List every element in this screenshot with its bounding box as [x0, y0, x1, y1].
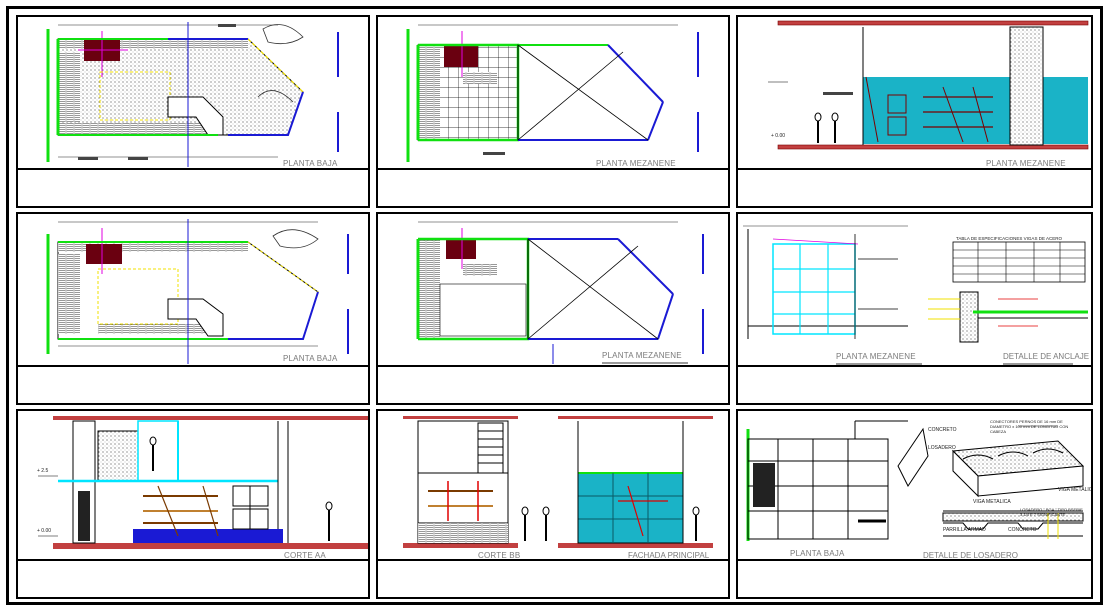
panel-title: PLANTA MEZANENE	[836, 352, 922, 365]
panel-planta-mezanene-3: PLANTA MEZANENE	[376, 212, 730, 405]
panel-mezanene-anclaje: TABLA DE ESPECIFICACIONES VIGAS DE ACERO…	[736, 212, 1093, 405]
panel-title: PLANTA BAJA	[283, 159, 368, 172]
panel-title: PLANTA MEZANENE	[596, 159, 682, 172]
elevation-drawing	[768, 20, 1089, 150]
panel-planta-mezanene-1: PLANTA MEZANENE	[376, 15, 730, 208]
panel-corte-aa: + 2.5 + 0.00 CORTE AA	[16, 409, 370, 599]
panel-planta-baja-1: PLANTA BAJA	[16, 15, 370, 208]
title-strip	[738, 559, 1091, 597]
level-upper-label: + 2.5	[37, 468, 49, 474]
panel-title: PLANTA BAJA	[790, 549, 876, 562]
title-strip	[738, 365, 1091, 403]
title-strip	[18, 168, 368, 206]
label-concreto-2: CONCRETO	[1008, 527, 1037, 533]
title-strip	[738, 168, 1091, 206]
level-ground-label: + 0.00	[771, 133, 786, 139]
label-viga-metalica: VIGA METALICA	[973, 499, 1011, 505]
panel-planta-baja-2: PLANTA BAJA	[16, 212, 370, 405]
spec-table-title: TABLA DE ESPECIFICACIONES VIGAS DE ACERO	[956, 236, 1062, 241]
label-parrilla-armad: PARRILLA ARMAD	[943, 527, 986, 533]
panel-title: PLANTA MEZANENE	[602, 351, 688, 364]
panel-baja-losadero: CONCRETO LOSADERO VIGA METALICA VIGA MET…	[736, 409, 1093, 599]
label-losadero: LOSADERO	[928, 445, 956, 451]
title-strip	[18, 559, 368, 597]
panel-title: PLANTA MEZANENE	[986, 159, 1072, 172]
losadero-detail-drawing	[746, 420, 1085, 541]
title-strip	[18, 365, 368, 403]
title-strip	[378, 168, 728, 206]
section-bb-facade-drawing	[403, 416, 713, 548]
structure-plan-drawing	[743, 225, 1088, 343]
floor-plan-drawing-2	[46, 219, 349, 364]
mezzanine-plan-drawing	[406, 24, 699, 162]
mezzanine-plan-drawing-2	[416, 221, 704, 364]
drawing-sheet: PLANTA BAJA PLANTA MEZANENE	[6, 6, 1103, 605]
label-concreto: CONCRETO	[928, 427, 957, 433]
label-conectores: CONECTORES PERNOS DE 16 mm DE DIAMETRO x…	[990, 419, 1069, 434]
panel-title-detail: DETALLE DE ANCLAJE	[1003, 352, 1090, 365]
panel-corte-bb-fachada: CORTE BB FACHADA PRINCIPAL	[376, 409, 730, 599]
panel-title: PLANTA BAJA	[283, 354, 368, 367]
title-strip	[378, 559, 728, 597]
title-strip	[378, 365, 728, 403]
floor-plan-drawing	[46, 22, 339, 167]
label-losadero-note: LOSADERO " BGA " TIPO BSERIE 3 1/4 E 7 S…	[1020, 507, 1083, 517]
label-viga-metalica-2: VIGA METALICA	[1058, 487, 1093, 493]
section-aa-drawing	[38, 416, 368, 549]
level-ground-label: + 0.00	[37, 528, 52, 534]
panel-planta-mezanene-2: + 0.00 PLANTA MEZANENE	[736, 15, 1093, 208]
